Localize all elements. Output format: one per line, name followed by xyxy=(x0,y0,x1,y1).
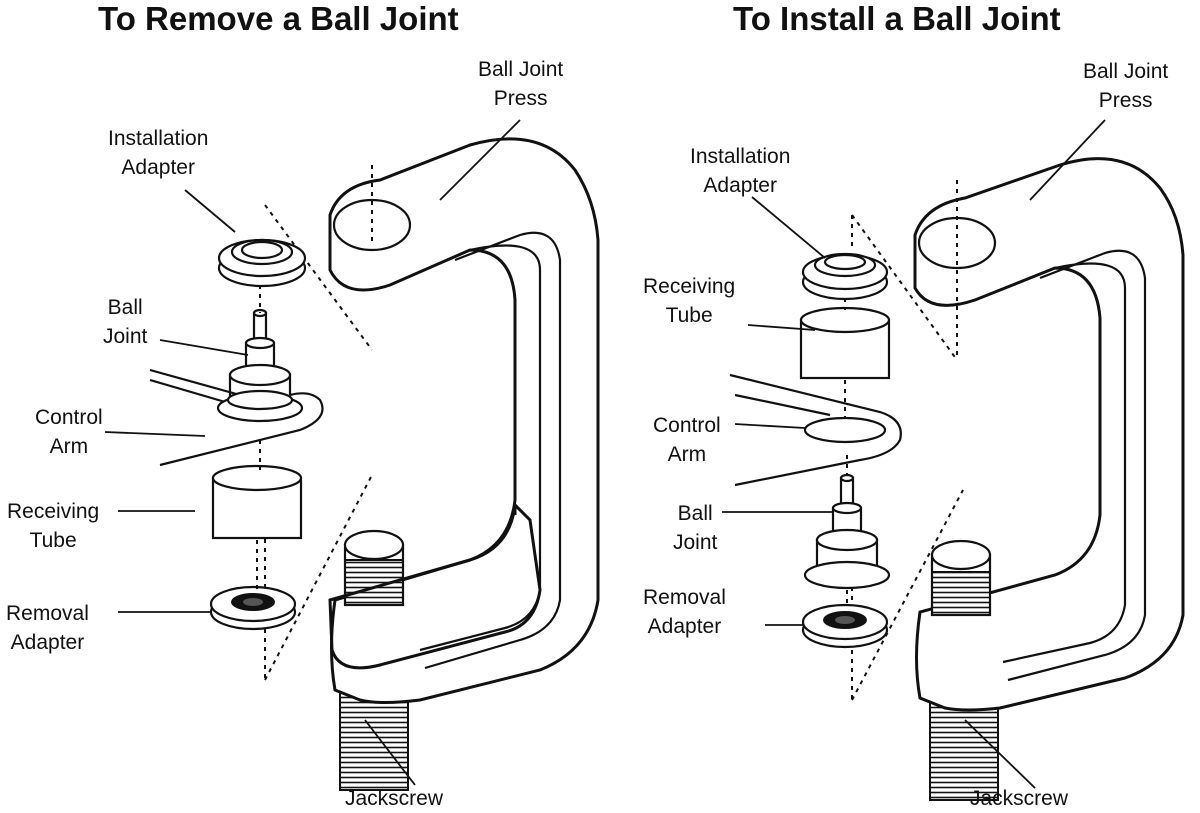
label-jackscrew-left: Jackscrew xyxy=(345,787,444,810)
leaders-left xyxy=(104,119,521,786)
press-left xyxy=(264,137,600,791)
parts-stack-left xyxy=(149,238,324,631)
title-remove: To Remove a Ball Joint xyxy=(98,0,459,37)
press-right xyxy=(851,157,1185,801)
label-jackscrew-right: Jackscrew xyxy=(970,787,1069,810)
parts-stack-right xyxy=(729,252,902,649)
leaders-right xyxy=(722,119,1106,789)
title-install: To Install a Ball Joint xyxy=(733,0,1061,37)
